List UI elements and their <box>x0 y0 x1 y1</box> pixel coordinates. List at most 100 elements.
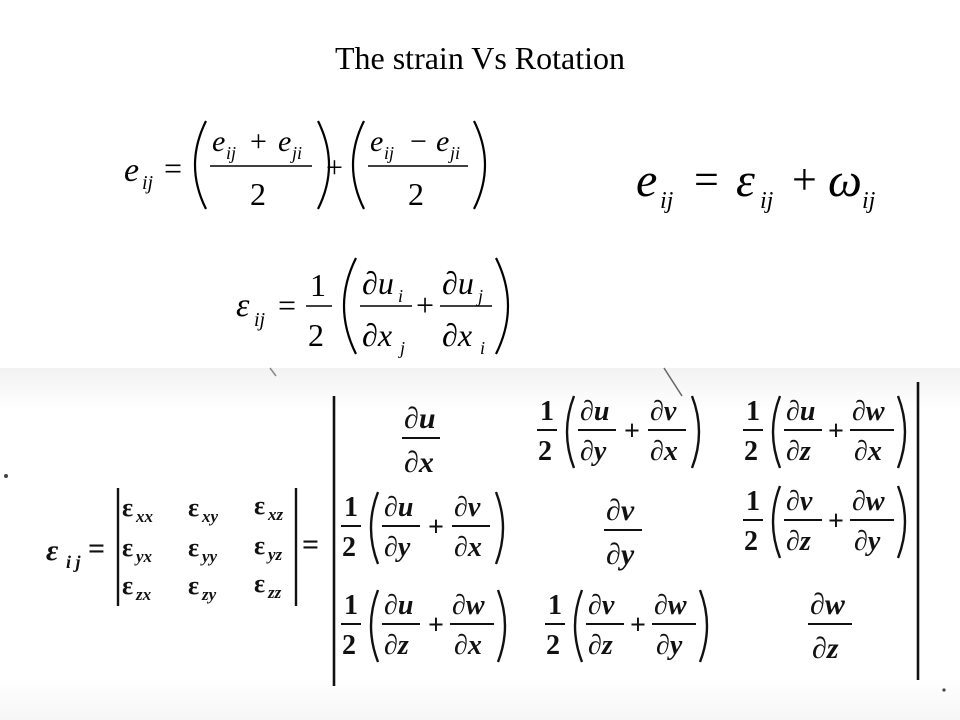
r2c3-rparen <box>896 485 907 559</box>
entry-xy: ε <box>188 493 199 522</box>
half-num: 1 <box>310 267 326 303</box>
decomposition-equation: e ij = e ij + e ji 2 + e ij − e ji 2 <box>120 115 490 215</box>
lhs-symbol: e <box>124 152 139 189</box>
entry-zx-sub: zx <box>135 585 152 604</box>
frac2-op: − <box>410 125 427 158</box>
strain-tensor-svg: ε i j = ε xx ε xy ε xz ε yx ε yy ε yz ε … <box>4 367 946 692</box>
r1c1-num: ∂u <box>404 402 436 435</box>
r3c1-rparen <box>496 589 507 663</box>
r1c2-f2-num: ∂v <box>650 396 677 427</box>
r1c3-f1-num: ∂u <box>786 396 815 427</box>
r1c1-den: ∂x <box>404 446 434 479</box>
r3c2-half-den: 2 <box>546 630 560 661</box>
entry-yx: ε <box>122 533 133 562</box>
r3c1-f1-num: ∂u <box>384 590 413 621</box>
lhs-subscript: ij <box>142 172 154 194</box>
r3c1-half-num: 1 <box>344 590 358 621</box>
r3c2-f1-den: ∂z <box>588 630 613 661</box>
r3c2-f1-num: ∂v <box>588 590 615 621</box>
entry-yy-sub: yy <box>200 547 218 566</box>
strain-definition-svg: ε ij = 1 2 ∂u i ∂x j + ∂u j ∂x i <box>236 257 510 358</box>
entry-xx: ε <box>122 493 133 522</box>
entry-xz-sub: xz <box>267 505 284 524</box>
frac2-num-b: e <box>436 125 449 158</box>
summary-equals: = <box>694 155 719 204</box>
entry-yy: ε <box>188 533 199 562</box>
r3c1-plus: + <box>428 610 444 641</box>
summary-lhs-sub: ij <box>660 188 674 214</box>
r1c3-plus: + <box>828 416 844 447</box>
tensor-lhs-sub: i j <box>66 552 82 572</box>
r3c1-f2-num: ∂w <box>452 590 485 621</box>
right-paren-1 <box>317 120 331 210</box>
r1c3-f2-num: ∂w <box>852 396 885 427</box>
entry-yz-sub: yz <box>266 545 283 564</box>
r3c3-den: ∂z <box>812 632 839 665</box>
entry-zz: ε <box>254 569 265 598</box>
entry-xy-sub: xy <box>201 507 219 526</box>
f2-den-sub: i <box>480 338 485 358</box>
slide-title: The strain Vs Rotation <box>334 40 626 76</box>
r1c3-f1-den: ∂z <box>786 436 811 467</box>
r2c1-f2-den: ∂x <box>454 532 482 563</box>
r1c2-half-den: 2 <box>538 436 552 467</box>
r2c3-f1-num: ∂v <box>786 486 813 517</box>
r1c3-half-num: 1 <box>746 396 760 427</box>
frac1-den: 2 <box>250 176 266 212</box>
summary-plus: + <box>792 155 817 204</box>
r1c3-f2-den: ∂x <box>854 436 882 467</box>
r2c1-lparen <box>369 491 380 565</box>
scan-speck <box>4 474 8 478</box>
r1c2-f1-den: ∂y <box>580 436 607 467</box>
r2c3-plus: + <box>828 506 844 537</box>
frac2-den: 2 <box>408 176 424 212</box>
tensor-lhs: ε <box>46 534 59 567</box>
summary-epsilon: ε <box>736 154 755 207</box>
r1c2-f1-num: ∂u <box>580 396 609 427</box>
summary-omega-sub: ij <box>862 188 876 214</box>
scan-mark <box>663 367 683 397</box>
r3c1-half-den: 2 <box>342 630 356 661</box>
left-paren-1 <box>193 120 207 210</box>
mid-plus: + <box>326 151 343 184</box>
strain-equals: = <box>278 287 296 323</box>
f1-num-sub: i <box>398 286 403 306</box>
r2c2-num: ∂v <box>606 494 635 527</box>
tensor-equals-1: = <box>88 532 105 565</box>
scan-mark <box>269 367 277 377</box>
entry-zy: ε <box>188 571 199 600</box>
entry-xx-sub: xx <box>135 507 154 526</box>
half-den: 2 <box>308 317 324 353</box>
frac1-num-a-sub: ij <box>226 143 236 163</box>
r2c1-f2-num: ∂v <box>454 492 481 523</box>
r1c2-half-num: 1 <box>540 396 554 427</box>
r3c2-plus: + <box>630 610 646 641</box>
r2c1-f1-den: ∂y <box>384 532 411 563</box>
r2c3-half-den: 2 <box>744 526 758 557</box>
left-paren-2 <box>351 120 365 210</box>
r2c3-f2-num: ∂w <box>852 486 885 517</box>
frac2-num-b-sub: ji <box>448 143 460 163</box>
f1-num: ∂u <box>362 265 394 301</box>
r2c1-half-num: 1 <box>344 492 358 523</box>
r3c3-num: ∂w <box>810 588 846 621</box>
strain-right-paren <box>495 257 510 355</box>
scanned-tensor-region <box>0 368 960 720</box>
f2-num-sub: j <box>476 286 483 306</box>
frac1-op: + <box>250 125 267 158</box>
r1c2-f2-den: ∂x <box>650 436 678 467</box>
strain-tensor-equation: ε i j = ε xx ε xy ε xz ε yx ε yy ε yz ε … <box>0 367 960 720</box>
r3c1-f1-den: ∂z <box>384 630 409 661</box>
entry-xz: ε <box>254 491 265 520</box>
entry-zz-sub: zz <box>267 583 282 602</box>
summary-equation: e ij = ε ij + ω ij <box>632 150 892 220</box>
summary-epsilon-sub: ij <box>760 188 774 214</box>
r2c3-lparen <box>771 485 782 559</box>
r1c2-lparen <box>565 395 576 469</box>
r2c3-half-num: 1 <box>746 486 760 517</box>
summary-omega: ω <box>828 154 862 207</box>
frac1-num-b-sub: ji <box>290 143 302 163</box>
entry-yx-sub: yx <box>134 547 153 566</box>
r2c1-f1-num: ∂u <box>384 492 413 523</box>
scan-speck <box>942 688 946 692</box>
